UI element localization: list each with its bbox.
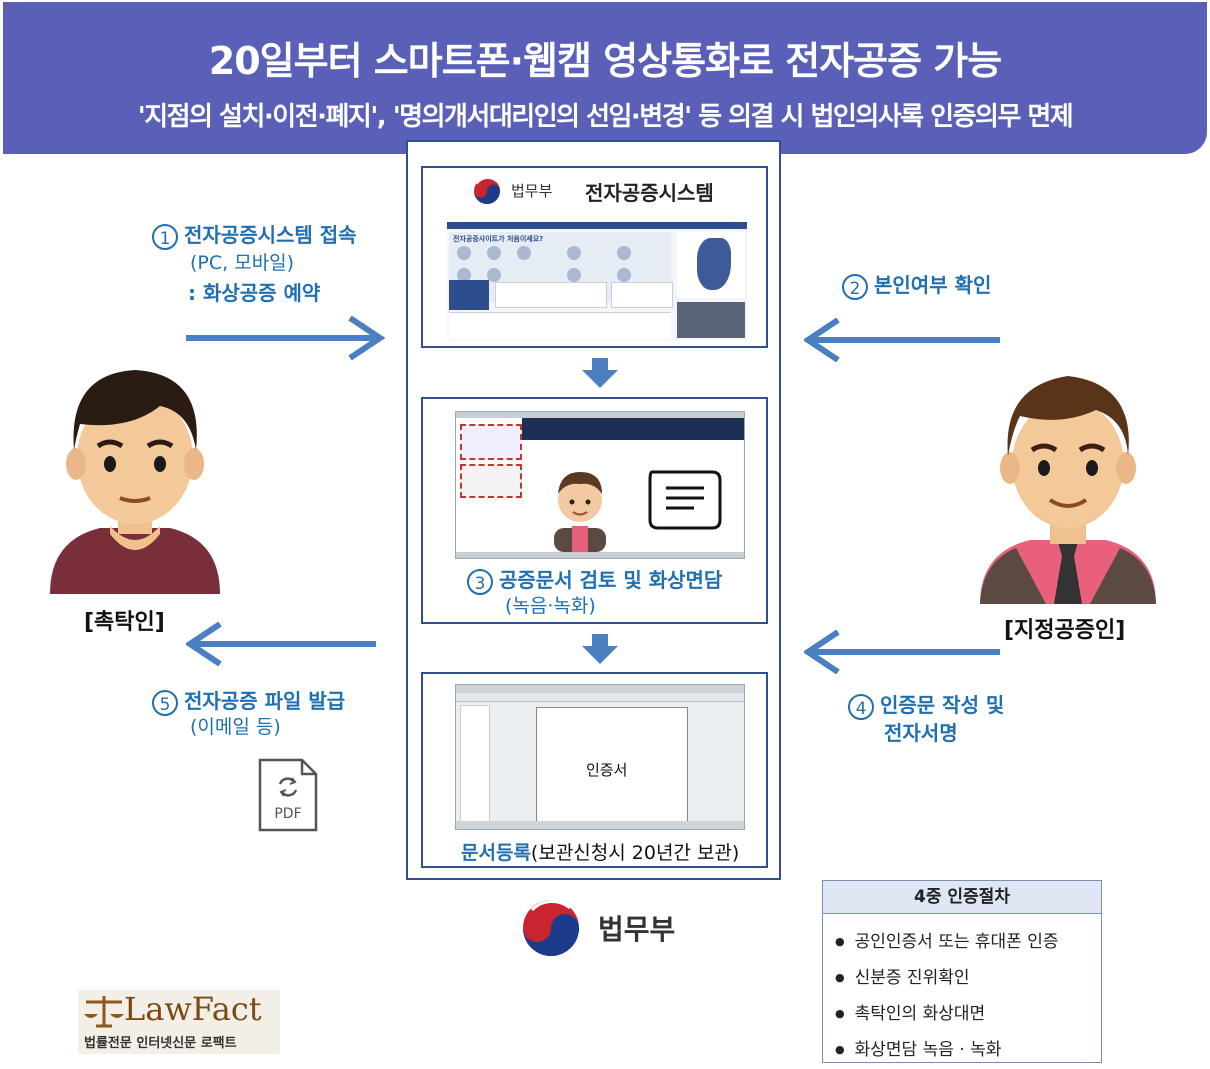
- certification-item: 신분증 진위확인: [835, 963, 970, 988]
- lawfact-logo: LawFact 법률전문 인터넷신문 로팩트: [78, 990, 280, 1054]
- register-main: 문서등록: [461, 842, 531, 864]
- step3-title-text: 공증문서 검토 및 화상면담: [499, 568, 723, 592]
- arrow-client-to-system: [186, 315, 386, 364]
- footer-ministry-label: 법무부: [598, 913, 676, 946]
- pdf-file-icon: PDF: [258, 758, 318, 832]
- step5-title-text: 전자공증 파일 발급: [184, 689, 346, 713]
- step3-sub: (녹음·녹화): [505, 595, 596, 617]
- notary-video-avatar: [548, 464, 612, 556]
- register-sub: (보관신청시 20년간 보관): [530, 842, 740, 864]
- step4-title-text: 인증문 작성 및: [880, 693, 1005, 717]
- arrow-notary-to-system-2: [802, 629, 1000, 678]
- down-arrow-2: [582, 634, 618, 668]
- certification-item: 화상면담 녹음 · 녹화: [835, 1035, 1002, 1060]
- document-editor-screenshot: 인증서: [455, 684, 745, 830]
- system-website-screenshot: 전자공증사이트가 처음이세요?: [447, 212, 747, 340]
- arrow-system-to-client: [184, 621, 382, 670]
- step2-title-text: 본인여부 확인: [874, 273, 992, 297]
- ministry-emblem-icon: [467, 176, 507, 206]
- step3-number: 3: [467, 568, 493, 595]
- step4-line2: 전자서명: [884, 721, 958, 745]
- system-stage-box: 법무부 전자공증시스템 전자공증사이트가 처음이세요?: [421, 166, 768, 348]
- lawfact-brand: LawFact: [124, 990, 262, 1028]
- system-ministry-label: 법무부: [511, 182, 553, 200]
- step1-line2: (PC, 모바일): [190, 252, 295, 274]
- client-person-illustration: [40, 354, 230, 598]
- step5-number: 5: [152, 689, 178, 716]
- step1-title-text: 전자공증시스템 접속: [184, 223, 357, 247]
- certification-item: 공인인증서 또는 휴대폰 인증: [835, 927, 1059, 952]
- certification-box: 4중 인증절차 공인인증서 또는 휴대폰 인증 신분증 진위확인 촉탁인의 화상…: [822, 880, 1102, 1063]
- lawfact-tagline: 법률전문 인터넷신문 로팩트: [84, 1036, 237, 1051]
- scales-icon: [82, 994, 126, 1034]
- page-subtitle: '지점의 설치·이전·폐지', '명의개서대리인의 선임·변경' 등 의결 시 …: [137, 102, 1074, 132]
- client-role-label: [촉탁인]: [84, 610, 165, 635]
- certification-title: 4중 인증절차: [823, 881, 1101, 914]
- arrow-notary-to-system-1: [802, 317, 1000, 366]
- center-process-panel: 법무부 전자공증시스템 전자공증사이트가 처음이세요?: [406, 140, 781, 880]
- down-arrow-1: [582, 358, 618, 392]
- pdf-label: PDF: [274, 806, 302, 822]
- notary-role-label: [지정공증인]: [1004, 618, 1126, 643]
- register-label: 문서등록(보관신청시 20년간 보관): [461, 838, 739, 865]
- footer-ministry-emblem-icon: [518, 896, 584, 964]
- certification-item: 촉탁인의 화상대면: [835, 999, 986, 1024]
- step1-line3: : 화상공증 예약: [188, 281, 321, 305]
- step5-sub: (이메일 등): [190, 716, 281, 738]
- scroll-document-icon: [642, 466, 724, 536]
- document-title: 인증서: [586, 761, 628, 779]
- notary-person-illustration: [976, 356, 1160, 608]
- step4-number: 4: [848, 693, 874, 720]
- system-name: 전자공증시스템: [585, 181, 714, 205]
- video-call-screenshot: [455, 411, 745, 559]
- page-title: 20일부터 스마트폰·웹캠 영상통화로 전자공증 가능: [208, 39, 1002, 83]
- step1-number: 1: [152, 223, 178, 250]
- register-stage-box: 인증서 문서등록(보관신청시 20년간 보관): [421, 672, 768, 868]
- header-banner: 20일부터 스마트폰·웹캠 영상통화로 전자공증 가능 '지점의 설치·이전·폐…: [3, 2, 1207, 154]
- screen-banner-text: 전자공증사이트가 처음이세요?: [453, 235, 544, 243]
- step2-number: 2: [842, 273, 868, 300]
